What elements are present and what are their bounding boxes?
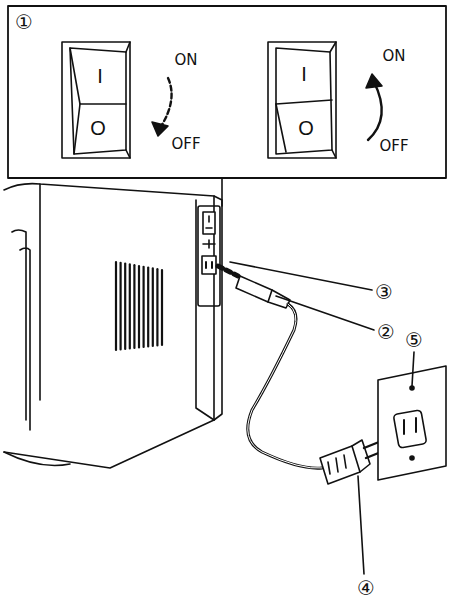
state-label: OFF — [171, 137, 200, 152]
callout-number: ② — [377, 322, 395, 342]
switch-arrow — [368, 82, 382, 140]
vent-slot — [147, 268, 149, 347]
power-socket — [202, 256, 216, 274]
arrow-head — [152, 122, 168, 136]
switch-mark: I — [301, 64, 307, 84]
switch-arrow — [160, 78, 172, 128]
leader-line — [276, 296, 374, 330]
callout-number: ⑤ — [405, 330, 423, 350]
machine-body — [4, 184, 222, 468]
insert-arrow — [218, 266, 238, 276]
callout-number: ① — [15, 12, 33, 32]
callout-number: ③ — [375, 282, 393, 302]
machine-plug — [236, 276, 272, 302]
leader-line — [230, 262, 372, 290]
vent-slot — [133, 265, 135, 348]
rocker-switch-on — [268, 42, 336, 158]
inset-frame — [8, 6, 446, 178]
switch-panel — [198, 206, 220, 306]
arrow-head — [366, 74, 382, 88]
state-label: OFF — [379, 139, 408, 154]
vent-slot — [156, 269, 158, 345]
vent-slot — [143, 267, 145, 347]
vent-slot — [124, 264, 126, 349]
leader-line — [412, 352, 414, 386]
rocker-switch-off — [62, 42, 130, 158]
power-cord — [248, 304, 322, 468]
callout-number: ④ — [357, 578, 375, 598]
vent-slot — [115, 262, 117, 350]
vent-slot — [129, 264, 131, 348]
vent-grille — [116, 262, 162, 350]
state-label: ON — [382, 49, 405, 64]
vent-slot — [152, 268, 154, 346]
switch-mark: I — [97, 66, 103, 86]
vent-slot — [119, 263, 121, 350]
leader-line — [358, 476, 364, 574]
state-label: ON — [174, 53, 197, 68]
switch-mark: O — [90, 118, 106, 138]
power-cord — [248, 304, 322, 468]
vent-slot — [138, 266, 140, 348]
vent-slot — [161, 270, 163, 345]
switch-mark: O — [298, 118, 314, 138]
